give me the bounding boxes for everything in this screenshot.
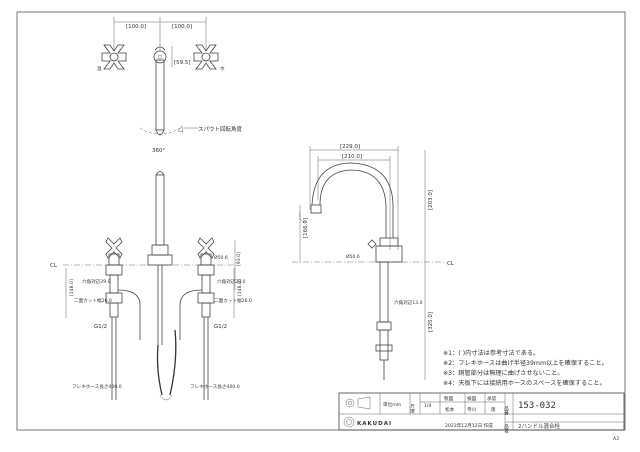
front-hex-right: 六角対辺29.0 [217, 278, 246, 285]
notes: ※1：( )内寸法は参考寸法である。 ※2：フレキホースは曲げ半径39mm以上を… [443, 349, 608, 387]
name-label: 品名 [504, 424, 509, 435]
projection-symbol-icon [345, 396, 371, 410]
dim-top-side: [59.5] [174, 60, 191, 66]
left-handle-top [101, 44, 127, 70]
right-handle-top [193, 44, 219, 70]
side-base-dia: Ø50.6 [346, 253, 360, 260]
front-view: CL [50, 171, 252, 401]
date-text: 2023年12月12日 作成 [445, 422, 493, 429]
hose-len-right: フレキホース長さ400.0 [190, 383, 240, 390]
front-nipple-left: 二面カット幅26.0 [74, 297, 112, 304]
top-view: [100.0] [100.0] [59.5] スパウト回転角度 360° 温 水 [97, 17, 243, 154]
front-hex-left: 六角対辺29.0 [82, 278, 111, 285]
cl-left: CL [50, 263, 58, 269]
side-height: [203.0] [428, 190, 434, 210]
thread-right: G1/2 [214, 324, 227, 330]
note-1: ※1：( )内寸法は参考寸法である。 [443, 349, 539, 357]
side-width-outer: [229.0] [340, 144, 360, 150]
svg-text:水: 水 [220, 65, 225, 72]
left-handle-front [105, 237, 141, 400]
side-width-inner: [210.0] [342, 154, 362, 160]
side-bottom-height: [325.0] [428, 312, 434, 332]
code-label: 品番 [504, 406, 509, 417]
title-block: 単位mm 尺度 1/4 製図 検図 承認 松本 寺川 阪 品番 品名 153-0… [338, 392, 625, 435]
right-handle-front [179, 237, 215, 400]
front-height-left: [148.0] [69, 279, 75, 296]
spout-rotation-label: スパウト回転角度 [198, 125, 243, 133]
front-right-height: [93.0] [236, 252, 242, 266]
brand-name: KAKUDAI [357, 421, 392, 427]
header-checker: 検図 [467, 395, 477, 402]
front-nipple-right: 二面カット幅26.0 [214, 297, 252, 304]
scale-label: 尺度 [410, 404, 415, 415]
name-drafter: 松本 [445, 406, 455, 413]
sheet-border [16, 11, 626, 431]
thread-left: G1/2 [94, 324, 107, 330]
dim-top-left: [100.0] [126, 24, 146, 30]
name-checker: 寺川 [467, 407, 477, 413]
hose-len-left: フレキホース長さ400.0 [72, 383, 122, 390]
side-left-height: [166.0] [303, 218, 309, 238]
side-hex: 六角対辺13.0 [394, 299, 423, 306]
scale-value: 1/4 [424, 403, 431, 409]
dim-top-right: [100.0] [172, 24, 192, 30]
header-drafter: 製図 [444, 395, 454, 402]
svg-text:温: 温 [97, 65, 102, 72]
front-base-dia: Ø50.6 [214, 254, 228, 261]
cl-right: CL [447, 261, 455, 267]
name-approver: 阪 [491, 406, 496, 413]
note-4: ※4：天板下には接続用ホースのスペースを確保すること。 [443, 379, 606, 387]
brand-logo-icon [343, 416, 355, 428]
front-height-right: [148.0] [237, 279, 243, 296]
product-name: 2ハンドル混合栓 [518, 422, 560, 430]
sheet-size: A3 [613, 436, 619, 442]
unit-label: 単位mm [383, 401, 402, 408]
model-number: 153-032 [518, 401, 556, 411]
note-2: ※2：フレキホースは曲げ半径39mm以上を確保すること。 [443, 359, 608, 367]
header-approver: 承認 [487, 395, 497, 402]
spout-rotation-angle: 360° [152, 148, 165, 154]
note-3: ※3：銅管部分は無理に曲げさせないこと。 [443, 369, 564, 377]
side-view: CL [229.0] [210.0] [203.0] [166.0] Ø50.6… [292, 144, 455, 380]
